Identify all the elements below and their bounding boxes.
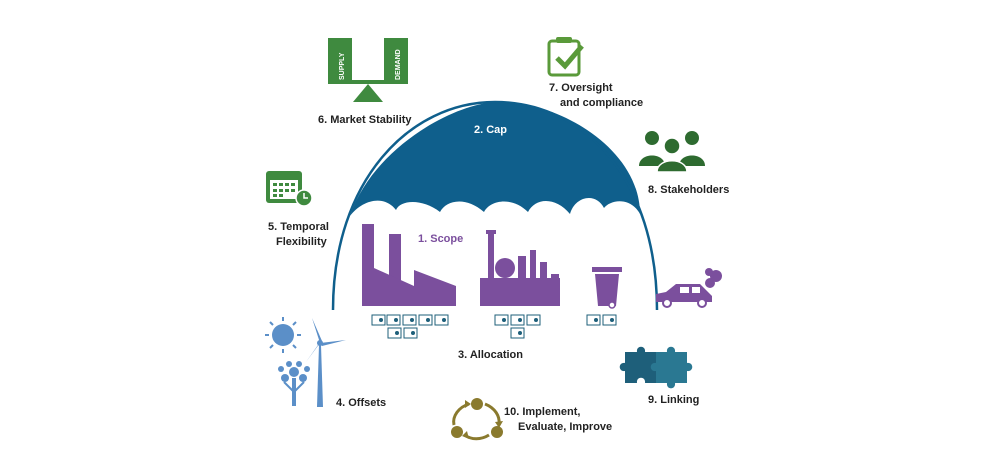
label-cap: 2. Cap xyxy=(474,124,508,136)
allowance-certificate-icon xyxy=(602,314,617,326)
label-offsets: 4. Offsets xyxy=(336,397,387,409)
label-implement-line1: 10. Implement, xyxy=(504,406,581,418)
allocation-allowances xyxy=(371,314,617,339)
cap-dome-outline xyxy=(331,100,659,311)
label-temporal-line2: Flexibility xyxy=(276,236,327,248)
clipboard-check-icon xyxy=(547,37,584,77)
factory-icon xyxy=(362,224,456,306)
allowance-certificate-icon xyxy=(418,314,433,326)
allowance-seal-icon xyxy=(610,318,614,322)
car-exhaust-icon xyxy=(656,268,722,308)
supply-demand-scale-icon: SUPPLY DEMAND xyxy=(328,38,408,102)
allowance-seal-icon xyxy=(502,318,506,322)
cycle-arrows-icon xyxy=(451,398,503,441)
allowance-certificate-icon xyxy=(510,327,525,339)
label-linking: 9. Linking xyxy=(648,394,700,406)
allowance-seal-icon xyxy=(410,318,414,322)
wind-turbine-icon xyxy=(306,318,346,407)
allowance-seal-icon xyxy=(442,318,446,322)
allowance-seal-icon xyxy=(426,318,430,322)
allowance-certificate-icon xyxy=(586,314,601,326)
allowance-certificate-icon xyxy=(510,314,525,326)
allowance-seal-icon xyxy=(379,318,383,322)
allowance-seal-icon xyxy=(395,331,399,335)
allowance-seal-icon xyxy=(518,318,522,322)
supply-label: SUPPLY xyxy=(339,52,346,80)
label-allocation: 3. Allocation xyxy=(458,349,523,361)
trash-bin-icon xyxy=(592,267,622,309)
allowance-seal-icon xyxy=(518,331,522,335)
cap-dome xyxy=(331,100,659,311)
tree-icon xyxy=(278,361,310,406)
allowance-seal-icon xyxy=(394,318,398,322)
label-scope: 1. Scope xyxy=(418,233,464,245)
allowance-certificate-icon xyxy=(403,327,418,339)
allowance-seal-icon xyxy=(411,331,415,335)
allowance-seal-icon xyxy=(534,318,538,322)
allowance-certificate-icon xyxy=(494,314,509,326)
label-market-stability: 6. Market Stability xyxy=(318,114,412,126)
allowance-certificate-icon xyxy=(526,314,541,326)
allowance-certificate-icon xyxy=(434,314,449,326)
puzzle-icon xyxy=(619,346,693,389)
people-group-icon xyxy=(639,131,705,173)
allowance-certificate-icon xyxy=(386,314,401,326)
allowance-certificate-icon xyxy=(387,327,402,339)
allowance-certificate-icon xyxy=(402,314,417,326)
label-oversight-line1: 7. Oversight xyxy=(549,82,613,94)
allowance-seal-icon xyxy=(594,318,598,322)
sun-icon xyxy=(265,317,301,353)
cap-cloud-icon xyxy=(350,101,640,216)
label-stakeholders: 8. Stakeholders xyxy=(648,184,730,196)
label-oversight-line2: and compliance xyxy=(560,97,644,109)
label-temporal-line1: 5. Temporal xyxy=(268,221,329,233)
refinery-icon xyxy=(480,230,560,306)
allowance-certificate-icon xyxy=(371,314,386,326)
demand-label: DEMAND xyxy=(395,49,402,80)
label-implement-line2: Evaluate, Improve xyxy=(518,421,613,433)
calendar-clock-icon xyxy=(266,171,313,207)
scope-emitters xyxy=(362,224,722,309)
